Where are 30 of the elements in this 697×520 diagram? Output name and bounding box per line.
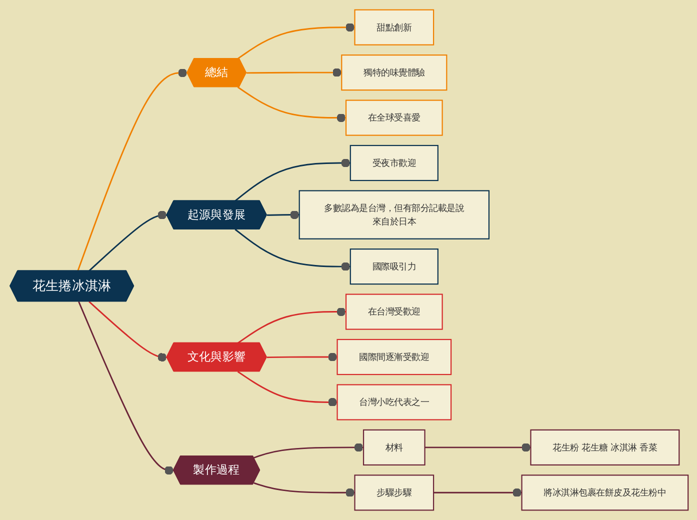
- connector: [433, 488, 522, 498]
- node-box: 將冰淇淋包裹在餅皮及花生粉中: [520, 474, 688, 511]
- connector: [266, 352, 337, 362]
- connector: [253, 443, 364, 459]
- connector: [236, 370, 337, 407]
- connector: [253, 482, 354, 498]
- connector: [424, 443, 530, 452]
- connector: [88, 210, 166, 272]
- connector: [236, 22, 354, 60]
- connector: [236, 86, 346, 122]
- connector: [234, 228, 350, 271]
- node-box: 多數認為是台灣，但有部分記載是說來自於日本: [298, 190, 490, 240]
- node-box: 台灣小吃代表之一: [336, 384, 452, 420]
- node-box: 在全球受喜愛: [344, 100, 442, 136]
- node-box: 在台灣受歡迎: [344, 294, 442, 330]
- node-box: 國際間逐漸受歡迎: [336, 338, 452, 376]
- connector: [234, 158, 350, 202]
- node-box: 甜點創新: [354, 9, 434, 46]
- node-box: 國際吸引力: [349, 248, 438, 285]
- node-box: 步驟步驟: [354, 474, 434, 511]
- connector: [78, 301, 174, 475]
- connector: [266, 210, 299, 220]
- node-box: 受夜市歡迎: [349, 144, 438, 182]
- connector: [246, 68, 342, 77]
- node-box: 獨特的味覺體驗: [340, 54, 447, 91]
- node-box: 材料: [362, 429, 425, 466]
- node-box: 花生粉 花生糖 冰淇淋 香菜: [530, 429, 680, 466]
- connector: [236, 307, 346, 344]
- connector: [76, 68, 187, 272]
- connector: [88, 301, 166, 362]
